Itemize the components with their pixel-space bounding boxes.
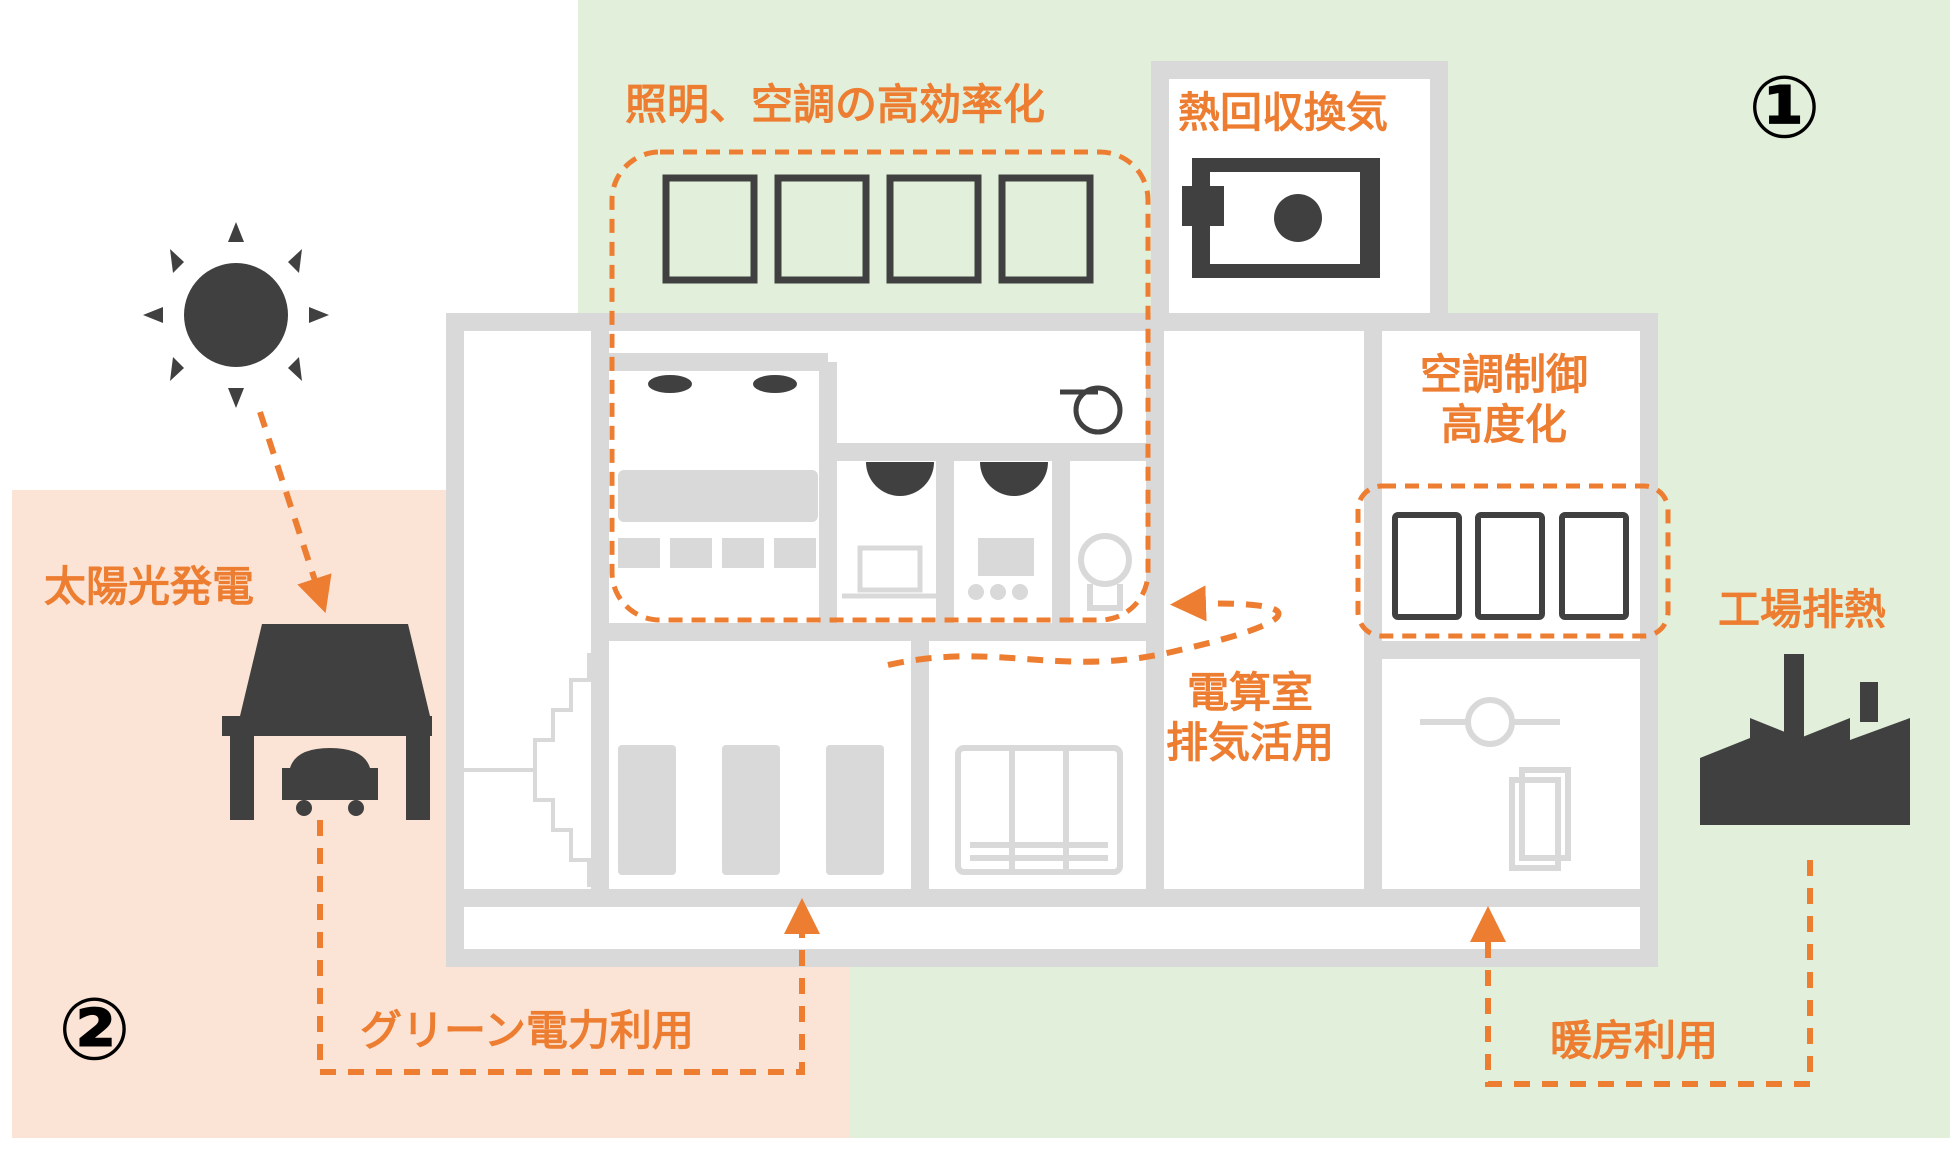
building — [446, 61, 1658, 967]
green-power-arrow — [317, 820, 820, 1075]
factory-icon — [1700, 654, 1910, 825]
heat-exchanger-icon — [1182, 158, 1380, 278]
sun-to-solar-arrow — [257, 411, 332, 614]
downlight-icon — [648, 375, 797, 393]
presentation-icon — [968, 538, 1034, 600]
zone2-marker: ② — [58, 980, 131, 1080]
vending-icon — [955, 745, 1123, 875]
laptop-icon — [842, 545, 936, 599]
led-panel-icon — [662, 174, 1094, 284]
solar-label: 太陽光発電 — [44, 562, 255, 611]
lighting-ac-label: 照明、空調の高効率化 — [625, 80, 1046, 129]
solar-carport-icon — [222, 624, 432, 820]
green-power-label: グリーン電力利用 — [360, 1006, 694, 1055]
dome-camera-icon — [866, 462, 1048, 496]
fan-icon — [1060, 385, 1123, 435]
ac-control-label: 空調制御 高度化 — [1420, 350, 1589, 450]
heat-recovery-label: 熱回収換気 — [1178, 88, 1389, 137]
pump-icon — [1420, 697, 1560, 747]
computer-room-exhaust-arrow — [887, 585, 1282, 668]
heat-plate-icon — [1509, 767, 1571, 871]
locker-icon — [618, 745, 884, 875]
sun-icon — [143, 222, 329, 408]
factory-heat-arrow — [1470, 860, 1813, 1087]
led-panel-icon — [618, 470, 818, 568]
ac-control-group-outline — [1355, 483, 1671, 639]
computer-room-label: 電算室 排気活用 — [1166, 668, 1335, 768]
heating-label: 暖房利用 — [1550, 1016, 1719, 1065]
lighting-ac-group-outline — [609, 149, 1151, 623]
car-icon — [282, 748, 378, 816]
toilet-icon — [1078, 533, 1132, 611]
server-rack-icon — [1392, 512, 1629, 620]
zone1-marker: ① — [1748, 58, 1821, 158]
stairs-icon — [463, 653, 600, 887]
factory-heat-label: 工場排熱 — [1718, 585, 1887, 634]
